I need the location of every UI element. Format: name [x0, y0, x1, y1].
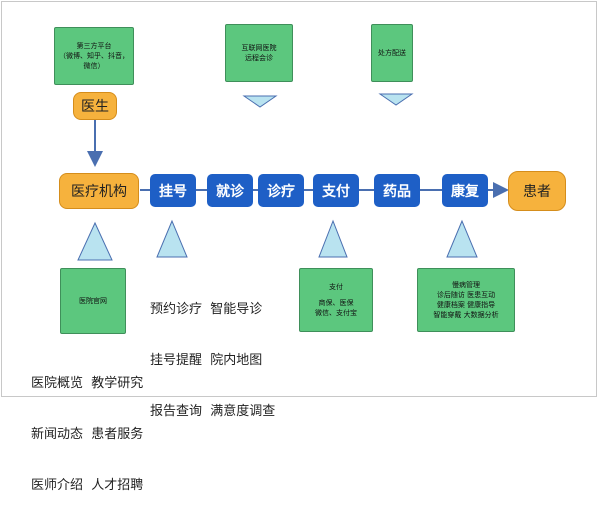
institution-node: 医疗机构	[59, 173, 139, 209]
patient-label: 患者	[523, 184, 551, 200]
register-line: 报告查询 满意度调查	[150, 404, 276, 419]
website-box-text: 医院官网	[79, 297, 107, 305]
step-register-label: 挂号	[159, 183, 187, 200]
diagram-connectors	[77, 93, 509, 261]
remote-consult-box: 互联网医院 远程会诊	[225, 24, 293, 82]
register-lines: 预约诊疗 智能导诊 挂号提醒 院内地图 报告查询 满意度调查	[150, 267, 275, 437]
institution-label: 医疗机构	[71, 184, 127, 200]
prescription-box: 处方配送	[371, 24, 413, 82]
triangle-rehab	[446, 219, 478, 258]
website-line: 医师介绍 人才招聘	[31, 478, 144, 493]
step-visit: 就诊	[207, 174, 253, 207]
triangle-remote	[242, 95, 278, 108]
website-box: 医院官网	[60, 268, 126, 334]
website-line: 医院概览 教学研究	[31, 376, 144, 391]
step-register: 挂号	[150, 174, 196, 207]
website-line: 新闻动态 患者服务	[31, 427, 144, 442]
triangle-register	[156, 219, 188, 258]
register-line: 挂号提醒 院内地图	[150, 353, 263, 368]
register-line: 预约诊疗 智能导诊	[150, 302, 263, 317]
diagram-frame	[1, 1, 597, 397]
remote-consult-text: 互联网医院 远程会诊	[241, 44, 277, 62]
triangle-institution	[77, 221, 113, 261]
third-party-text: 第三方平台 （微博、知乎、抖音， 微信）	[59, 42, 129, 70]
patient-node: 患者	[508, 171, 566, 211]
payment-body: 商保、医保 微信、支付宝	[315, 299, 357, 317]
step-payment-label: 支付	[322, 183, 350, 200]
rehab-line: 智能穿戴 大数据分析	[433, 311, 499, 319]
step-payment: 支付	[313, 174, 359, 207]
rehab-box: 慢病管理 诊后随访 医患互动 健康档案 健康指导 智能穿戴 大数据分析	[417, 268, 515, 332]
payment-title: 支付	[329, 283, 343, 291]
website-lines: 医院概览 教学研究 新闻动态 患者服务 医师介绍 人才招聘	[31, 341, 143, 511]
step-rehab: 康复	[442, 174, 488, 207]
payment-box: 支付 商保、医保 微信、支付宝	[299, 268, 373, 332]
step-treatment: 诊疗	[258, 174, 304, 207]
step-rehab-label: 康复	[451, 183, 479, 200]
rehab-line: 慢病管理	[452, 281, 480, 289]
step-visit-label: 就诊	[216, 183, 244, 200]
doctor-node: 医生	[73, 92, 117, 120]
rehab-line: 诊后随访 医患互动	[436, 291, 496, 299]
step-treatment-label: 诊疗	[267, 183, 295, 200]
step-medicine-label: 药品	[383, 183, 411, 200]
triangle-prescription	[378, 93, 414, 106]
step-medicine: 药品	[374, 174, 420, 207]
third-party-box: 第三方平台 （微博、知乎、抖音， 微信）	[54, 27, 134, 85]
doctor-label: 医生	[81, 99, 109, 115]
prescription-text: 处方配送	[378, 49, 406, 57]
triangle-payment	[318, 219, 348, 258]
rehab-line: 健康档案 健康指导	[436, 301, 496, 309]
